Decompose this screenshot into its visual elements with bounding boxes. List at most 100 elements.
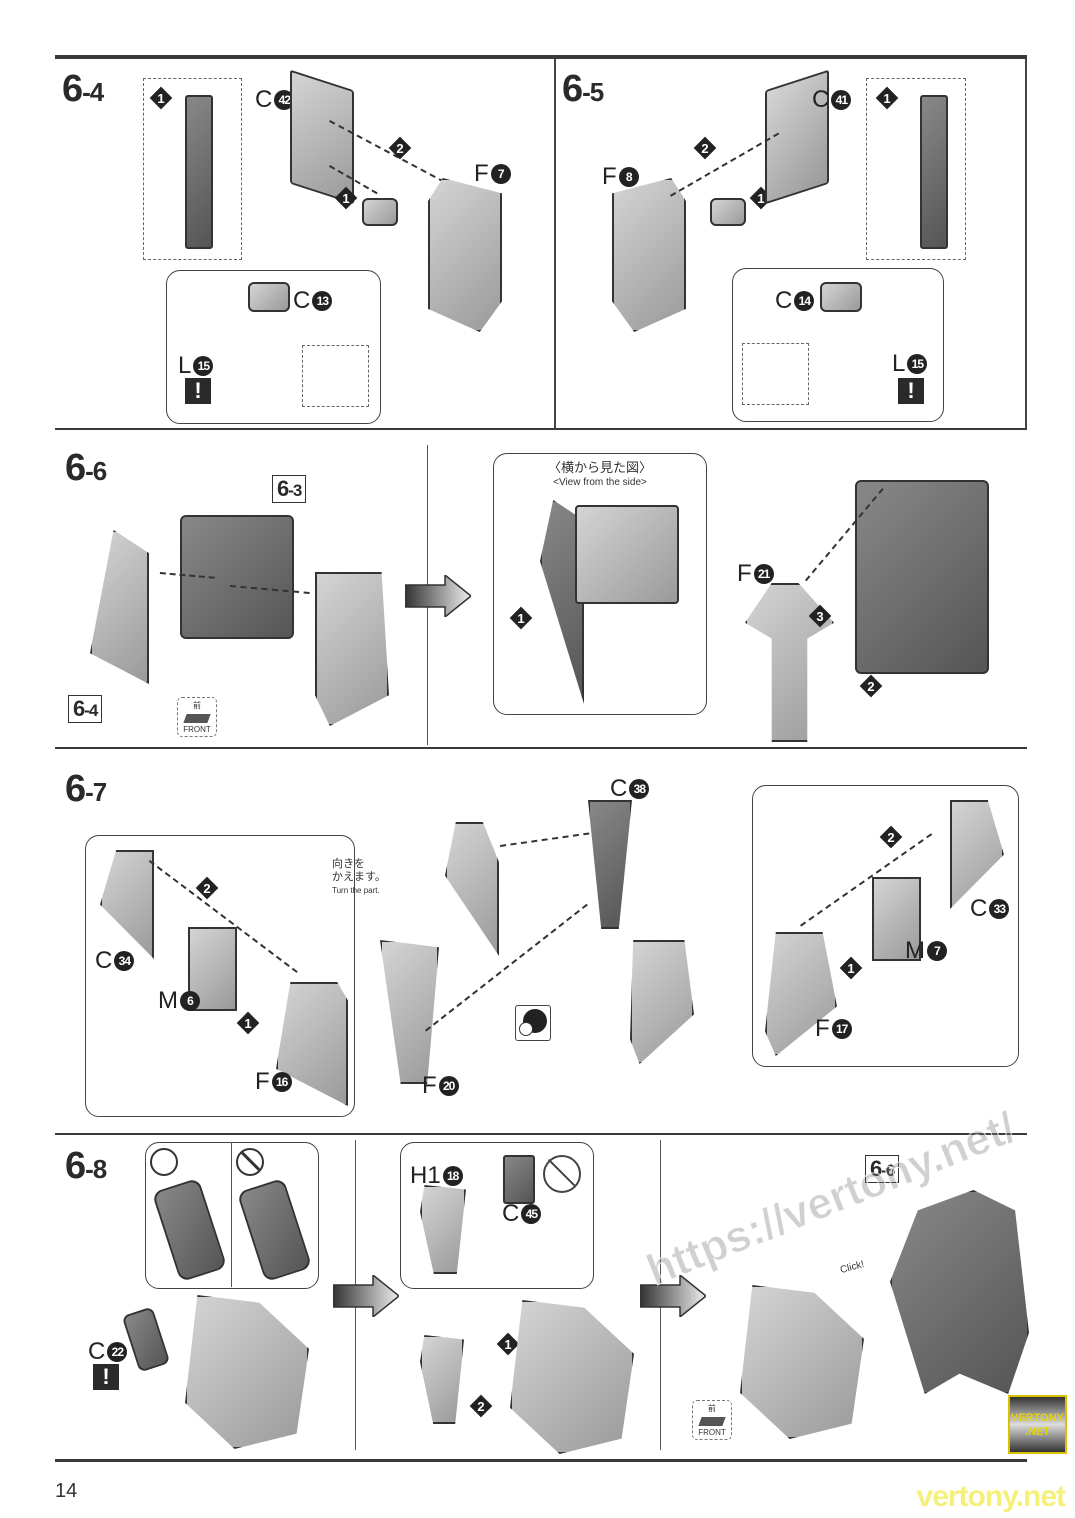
part-assembled-waist <box>855 480 989 674</box>
part-c45 <box>503 1155 535 1204</box>
step-marker: 1 <box>335 187 357 209</box>
step-marker: 1 <box>510 607 532 629</box>
no-nipper-icon <box>543 1155 581 1193</box>
part-f7 <box>428 178 502 332</box>
next-step-arrow-icon <box>405 575 471 617</box>
reference-box-6-3: 6-3 <box>272 475 307 503</box>
part-shield-right <box>315 572 389 726</box>
row1-bottom-rule <box>55 428 1027 430</box>
turn-part-note: 向きを かえます。 Turn the part. <box>332 858 386 895</box>
row1-divider <box>554 59 556 429</box>
part-shield-assembly-2 <box>510 1300 634 1454</box>
row4-bottom-rule <box>55 1459 1027 1462</box>
inset-box <box>866 78 966 260</box>
step-marker: 1 <box>750 187 772 209</box>
part-core-assembly <box>180 515 294 639</box>
page-number: 14 <box>55 1480 78 1502</box>
step-marker: 2 <box>389 137 411 159</box>
step-title: 6-5 <box>562 68 604 110</box>
watermark-text: vertony.net <box>916 1480 1066 1513</box>
part-c42 <box>290 69 354 205</box>
part-shield-assembly <box>185 1295 309 1449</box>
caution-icon: ! <box>185 378 211 404</box>
step-marker: 1 <box>840 957 862 979</box>
part-side-view-core <box>575 505 679 604</box>
top-rule <box>55 55 1027 59</box>
part-c14 <box>820 282 862 312</box>
step-marker: 2 <box>880 826 902 848</box>
part-m7 <box>872 877 921 961</box>
callout-divider <box>231 1142 232 1287</box>
row3-bottom-rule <box>55 1133 1027 1135</box>
step-title: 6-6 <box>65 447 107 489</box>
step-marker: 1 <box>497 1333 519 1355</box>
row1-right-edge <box>1025 59 1027 429</box>
part-c13 <box>248 282 290 312</box>
reference-box-6-4: 6-4 <box>68 695 103 723</box>
step-title: 6-7 <box>65 768 107 810</box>
watermark-logo: VERTONY.NET <box>1008 1395 1067 1454</box>
step-title: 6-8 <box>65 1145 107 1187</box>
part-c14-small <box>710 198 746 226</box>
step-marker: 1 <box>876 87 898 109</box>
part-frame-inset <box>920 95 948 249</box>
step-marker: 1 <box>150 87 172 109</box>
caution-icon: ! <box>898 378 924 404</box>
part-shield-left <box>90 530 149 684</box>
inset-box <box>742 343 809 405</box>
step-marker: 2 <box>196 877 218 899</box>
part-shield-right <box>630 940 694 1064</box>
part-f8 <box>612 178 686 332</box>
part-shield-turned <box>445 822 499 956</box>
row2-bottom-rule <box>55 747 1027 749</box>
step-marker: 1 <box>237 1012 259 1034</box>
step-marker: 2 <box>694 137 716 159</box>
correct-icon <box>150 1148 178 1176</box>
part-c13-small <box>362 198 398 226</box>
part-frame-inset <box>185 95 213 249</box>
next-step-arrow-icon <box>333 1275 399 1317</box>
inset-box <box>302 345 369 407</box>
part-h1-18-placed <box>420 1335 464 1424</box>
inset-box <box>143 78 242 260</box>
assembly-arrow <box>425 903 588 1032</box>
click-note: Click! <box>838 1259 866 1276</box>
part-c22 <box>121 1306 171 1373</box>
step-title: 6-4 <box>62 68 104 110</box>
step-marker: 3 <box>809 605 831 627</box>
step-marker: 2 <box>860 675 882 697</box>
part-c38 <box>588 800 632 929</box>
step-marker: 2 <box>470 1395 492 1417</box>
part-shield-assembly-final <box>740 1285 864 1439</box>
reference-box-6-x: 6-6 <box>865 1155 900 1183</box>
incorrect-icon <box>236 1148 264 1176</box>
part-f20 <box>380 940 439 1084</box>
sticker-icon <box>515 1005 551 1041</box>
side-view-title: 〈横から見た図〉 <View from the side> <box>547 460 652 488</box>
part-body-assembly <box>890 1190 1029 1394</box>
caution-icon: ! <box>93 1364 119 1390</box>
next-step-arrow-icon <box>640 1275 706 1317</box>
